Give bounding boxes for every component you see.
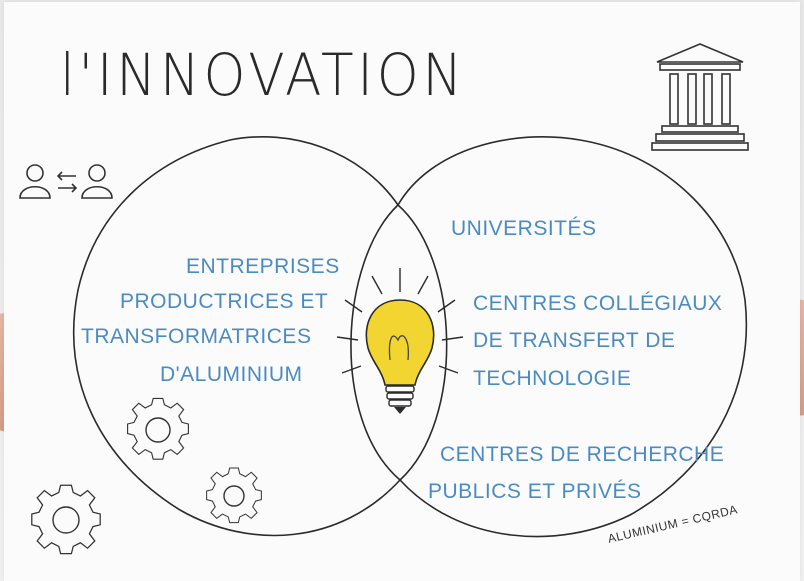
left-label-line: PRODUCTRICES ET <box>120 290 329 313</box>
whiteboard <box>4 2 800 581</box>
exchange-people-icon <box>19 164 113 199</box>
right-label-research-line: CENTRES DE RECHERCHE <box>440 443 725 466</box>
institution-building-icon <box>651 43 749 151</box>
gear-icon <box>31 484 101 555</box>
right-label-universities: UNIVERSITÉS <box>451 217 597 240</box>
right-circle <box>397 136 748 538</box>
right-label-research-line: PUBLICS ET PRIVÉS <box>428 480 642 503</box>
lens-left-edge <box>350 204 401 481</box>
left-label-line: ENTREPRISES <box>186 255 340 278</box>
left-label-line: TRANSFORMATRICES <box>81 325 312 348</box>
gear-icon <box>206 467 262 524</box>
left-label-line: D'ALUMINIUM <box>160 363 303 386</box>
right-label-ccTT-line: TECHNOLOGIE <box>473 367 632 390</box>
right-label-ccTT-line: DE TRANSFERT DE <box>473 329 676 352</box>
lightbulb-icon <box>336 268 464 414</box>
left-circle <box>72 136 401 537</box>
right-label-ccTT-line: CENTRES COLLÉGIAUX <box>473 292 723 315</box>
page-title: l'INNOVATION <box>60 41 466 109</box>
lens-right-edge <box>397 204 448 481</box>
gear-icon <box>127 397 189 460</box>
